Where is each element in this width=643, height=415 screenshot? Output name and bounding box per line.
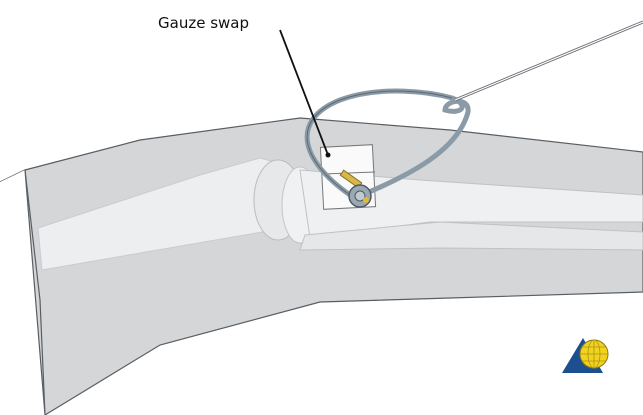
ao-globe-logo <box>562 338 609 373</box>
radius-bone <box>299 221 643 251</box>
gauze-swap-label: Gauze swap <box>158 14 249 32</box>
sleeve <box>0 170 45 415</box>
label-leader-line <box>279 29 329 156</box>
